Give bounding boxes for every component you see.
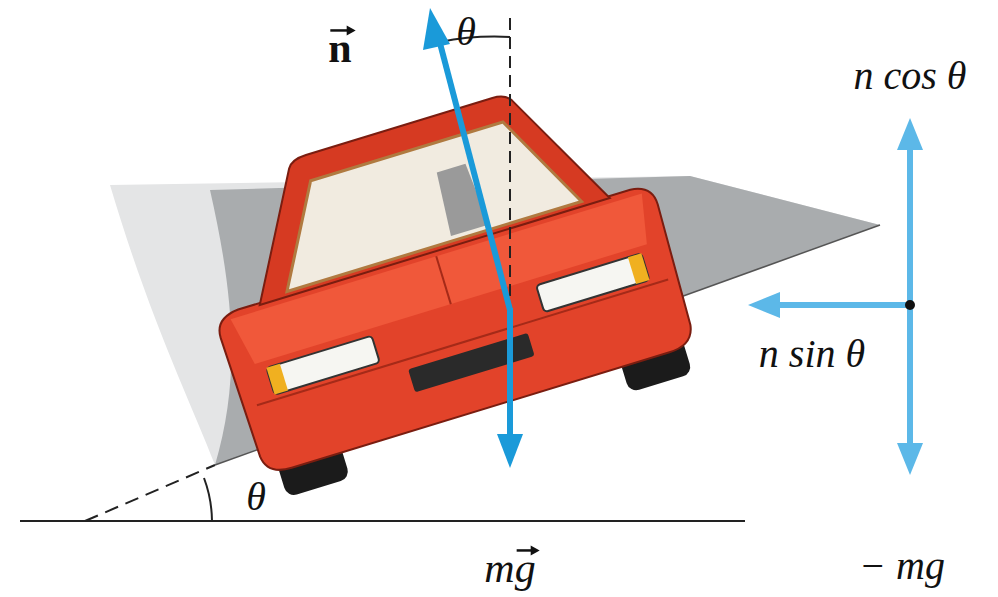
vector-label: n: [328, 25, 351, 71]
normal-force-head: [423, 8, 450, 50]
fbd-up-head: [897, 118, 923, 150]
fbd-up: [907, 140, 913, 305]
car: [177, 61, 708, 503]
fbd-down: [907, 305, 913, 450]
normal-force-vector: [436, 28, 510, 310]
fbd-left-head: [748, 292, 780, 318]
fbd-down-head: [897, 443, 923, 475]
component-label: n cos θ: [854, 54, 967, 98]
angle-label: θ: [246, 475, 266, 519]
angle-label: θ: [456, 10, 476, 54]
gravity-vector: [507, 308, 513, 440]
incline-dashed: [85, 465, 215, 521]
component-label: n sin θ: [759, 332, 865, 376]
ground-line: [20, 520, 745, 522]
vector-label: mg: [484, 545, 535, 591]
vertical-dashed: [509, 18, 511, 310]
fbd-point: [905, 300, 915, 310]
fbd-left: [770, 302, 910, 308]
angle-arc: [204, 478, 212, 521]
component-label: − mg: [859, 544, 945, 588]
gravity-head: [497, 434, 523, 468]
